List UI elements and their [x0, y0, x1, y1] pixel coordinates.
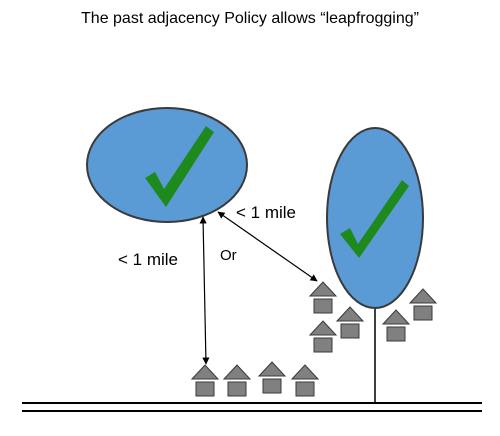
- diagram-title: The past adjacency Policy allows “leapfr…: [81, 10, 419, 27]
- house-icon: [308, 320, 338, 353]
- check-mark-icon: [340, 180, 409, 258]
- distance-arrow-diagonal: [217, 211, 318, 282]
- house-icon: [335, 306, 365, 339]
- house-icon: [308, 281, 338, 314]
- distance-arrow-vertical: [199, 216, 210, 365]
- distance-label-vertical: < 1 mile: [118, 250, 178, 269]
- houses-group: [190, 281, 438, 397]
- development-area-right: [326, 127, 424, 309]
- house-icon: [381, 309, 411, 342]
- distance-label-diagonal: < 1 mile: [236, 203, 296, 222]
- house-icon: [222, 364, 252, 397]
- check-mark-icon: [145, 126, 214, 207]
- house-icon: [290, 364, 320, 397]
- house-icon: [190, 364, 220, 397]
- house-icon: [257, 361, 287, 394]
- or-label: Or: [220, 247, 237, 264]
- house-icon: [408, 288, 438, 321]
